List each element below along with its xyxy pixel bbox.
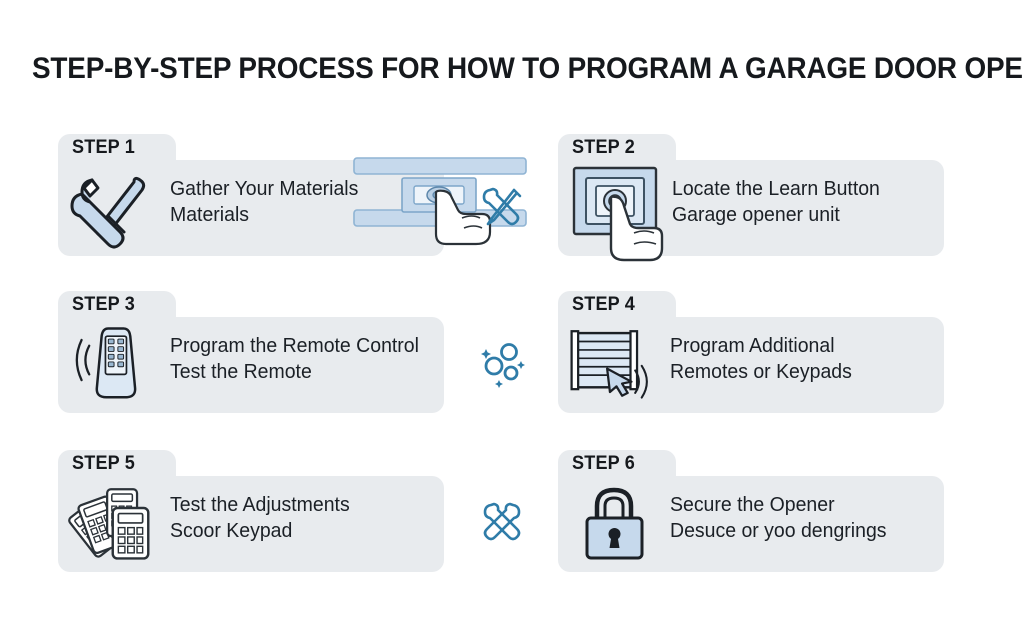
step-card-3[interactable]: STEP 3 Program the Remote Control Tes <box>58 291 444 413</box>
crossed-wrenches-connector-icon <box>474 494 530 550</box>
step-line1-4: Program Additional <box>670 334 835 357</box>
step-text-2: Locate the Learn Button Garage opener un… <box>672 176 938 228</box>
step-label-6: STEP 6 <box>572 453 636 474</box>
step-text-4: Program Additional Remotes or Keypads <box>670 333 936 385</box>
step-text-1: Gather Your Materials Materials <box>170 176 436 228</box>
step-card-5[interactable]: STEP 5 <box>58 450 444 572</box>
step-line2-3: Test the Remote <box>170 360 312 383</box>
step-text-5: Test the Adjustments Scoor Keypad <box>170 492 436 544</box>
step-line1-1: Gather Your Materials <box>170 177 359 200</box>
step-label-5: STEP 5 <box>72 453 136 474</box>
step-card-6[interactable]: STEP 6 Secure the Opener Desuce or yoo d… <box>558 450 944 572</box>
garage-door-signal-icon <box>566 321 652 405</box>
step-line2-4: Remotes or Keypads <box>670 360 852 383</box>
page-title: STEP-BY-STEP PROCESS FOR HOW TO PROGRAM … <box>32 52 1024 85</box>
step-card-2[interactable]: STEP 2 Locate the Learn Button Garage op… <box>558 134 944 262</box>
bubbles-sparkle-connector-icon <box>474 335 530 391</box>
step-label-1: STEP 1 <box>72 137 136 158</box>
wrench-screwdriver-icon <box>68 166 154 250</box>
learn-button-panel-icon <box>568 166 654 250</box>
step-line1-2: Locate the Learn Button <box>672 177 880 200</box>
step-line2-2: Garage opener unit <box>672 203 840 226</box>
step-line1-3: Program the Remote Control <box>170 334 419 357</box>
step-line1-6: Secure the Opener <box>670 493 835 516</box>
step-text-6: Secure the Opener Desuce or yoo dengring… <box>670 492 936 544</box>
padlock-icon <box>572 480 658 564</box>
step-line2-1: Materials <box>170 203 250 226</box>
step-card-1[interactable]: STEP 1 <box>58 134 527 256</box>
stacked-keypads-icon <box>66 480 152 564</box>
step-label-3: STEP 3 <box>72 294 136 315</box>
step-line2-6: Desuce or yoo dengrings <box>670 519 887 542</box>
step-card-4[interactable]: STEP 4 Program <box>558 291 944 413</box>
step-line1-5: Test the Adjustments <box>170 493 350 516</box>
wrench-screwdriver-connector-icon <box>474 178 530 234</box>
step-label-4: STEP 4 <box>572 294 636 315</box>
step-label-2: STEP 2 <box>572 137 636 158</box>
step-line2-5: Scoor Keypad <box>170 519 293 542</box>
remote-control-signal-icon <box>72 319 158 403</box>
step-text-3: Program the Remote Control Test the Remo… <box>170 333 436 385</box>
